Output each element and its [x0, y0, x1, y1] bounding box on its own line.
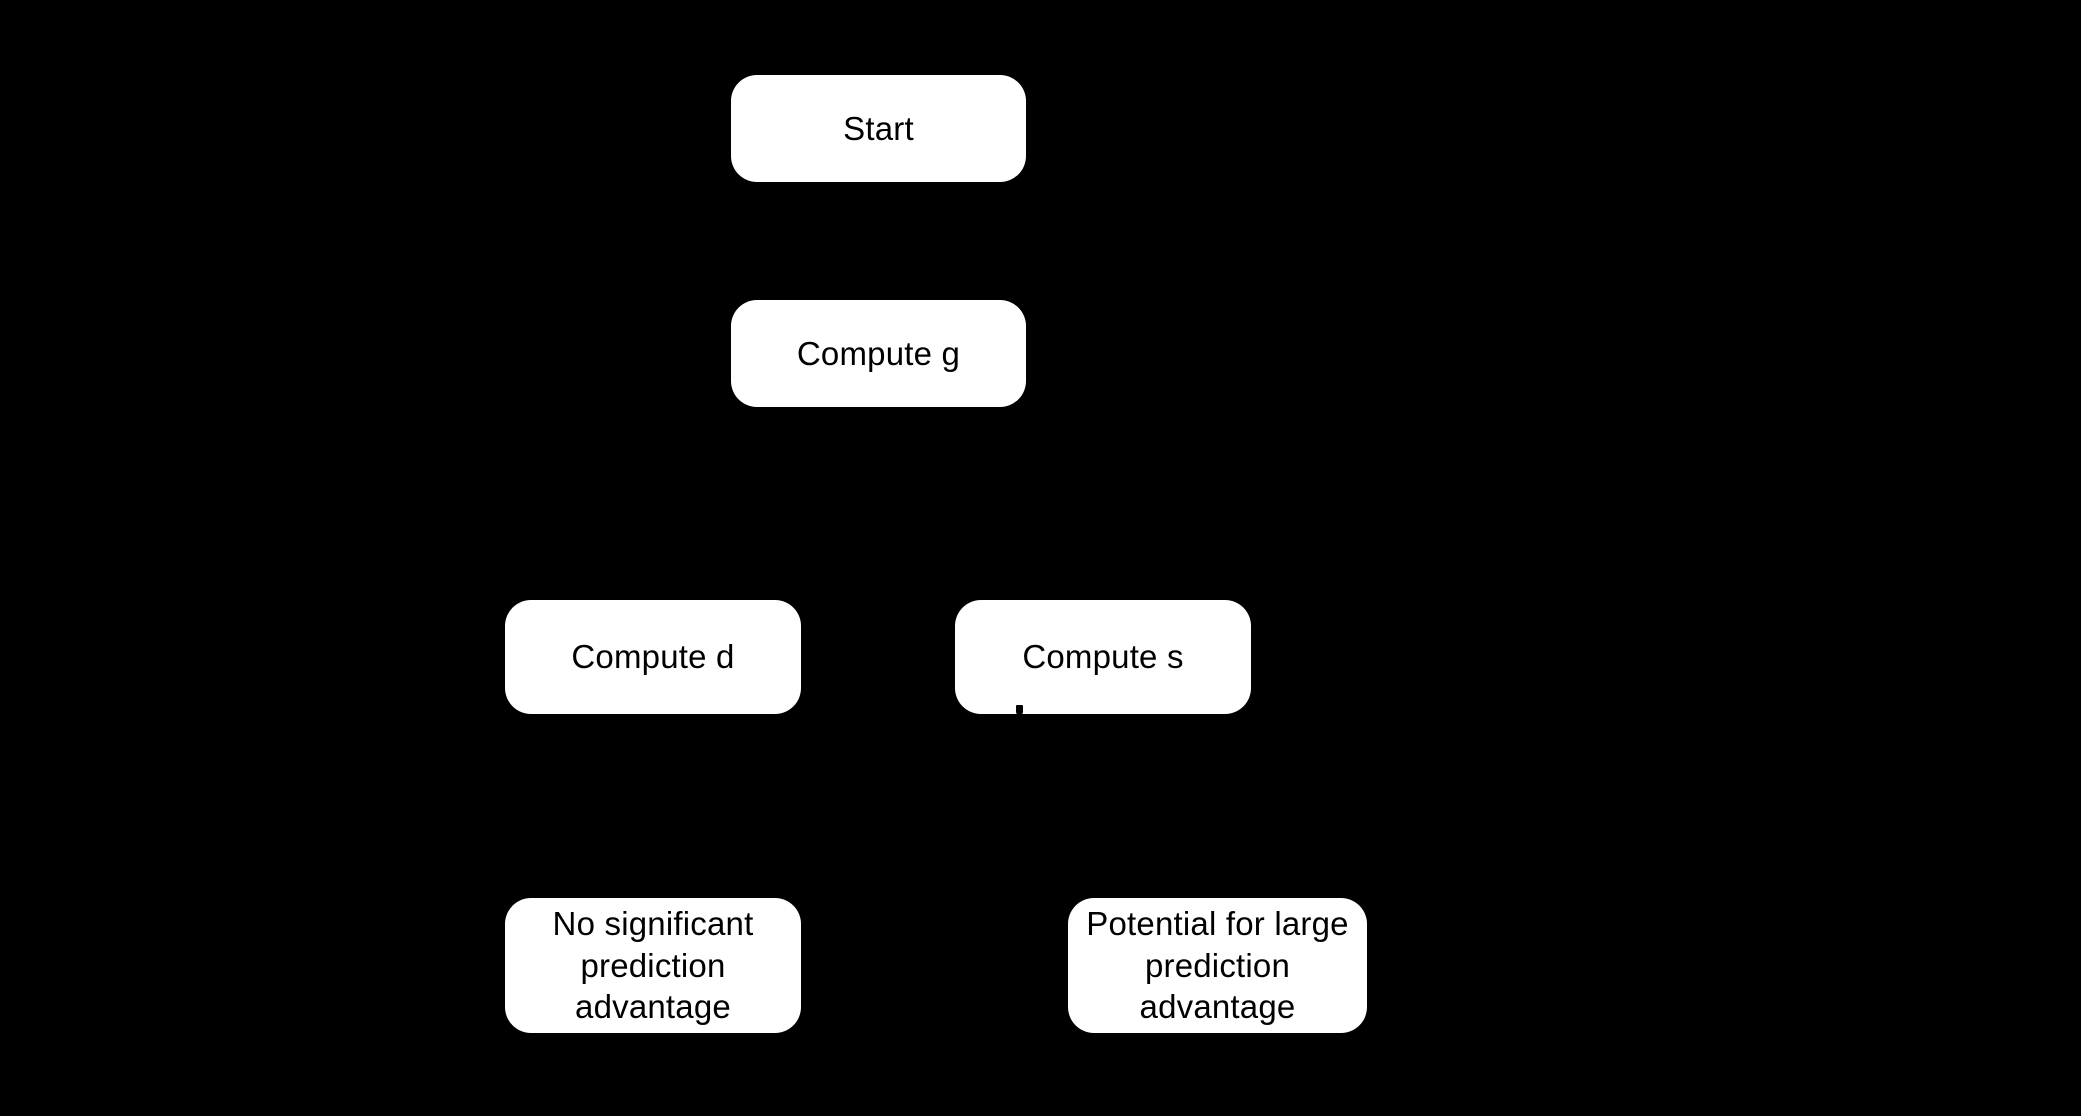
edge-compute-s-to-large-advantage — [1100, 714, 1240, 904]
node-compute-s-label: Compute s — [1022, 638, 1184, 676]
node-potential-for-large-prediction-advantage[interactable]: Potential for large prediction advantage — [1068, 898, 1367, 1033]
node-start-label: Start — [843, 109, 914, 147]
node-no-significant-prediction-advantage[interactable]: No significant prediction advantage — [505, 898, 801, 1033]
node-compute-s[interactable]: Compute s — [955, 600, 1251, 714]
node-start[interactable]: Start — [731, 75, 1026, 182]
edge-compute-g-to-compute-d — [630, 407, 881, 606]
arrow-tip-compute-s — [1016, 705, 1023, 715]
edge-compute-g-to-compute-s — [875, 407, 1126, 606]
node-potential-for-large-prediction-advantage-label: Potential for large prediction advantage — [1086, 905, 1349, 1026]
node-compute-d-label: Compute d — [571, 638, 735, 676]
node-no-significant-prediction-advantage-label: No significant prediction advantage — [552, 905, 754, 1026]
node-compute-d[interactable]: Compute d — [505, 600, 801, 714]
node-compute-g-label: Compute g — [796, 334, 961, 372]
node-compute-g[interactable]: Compute g — [731, 300, 1026, 407]
